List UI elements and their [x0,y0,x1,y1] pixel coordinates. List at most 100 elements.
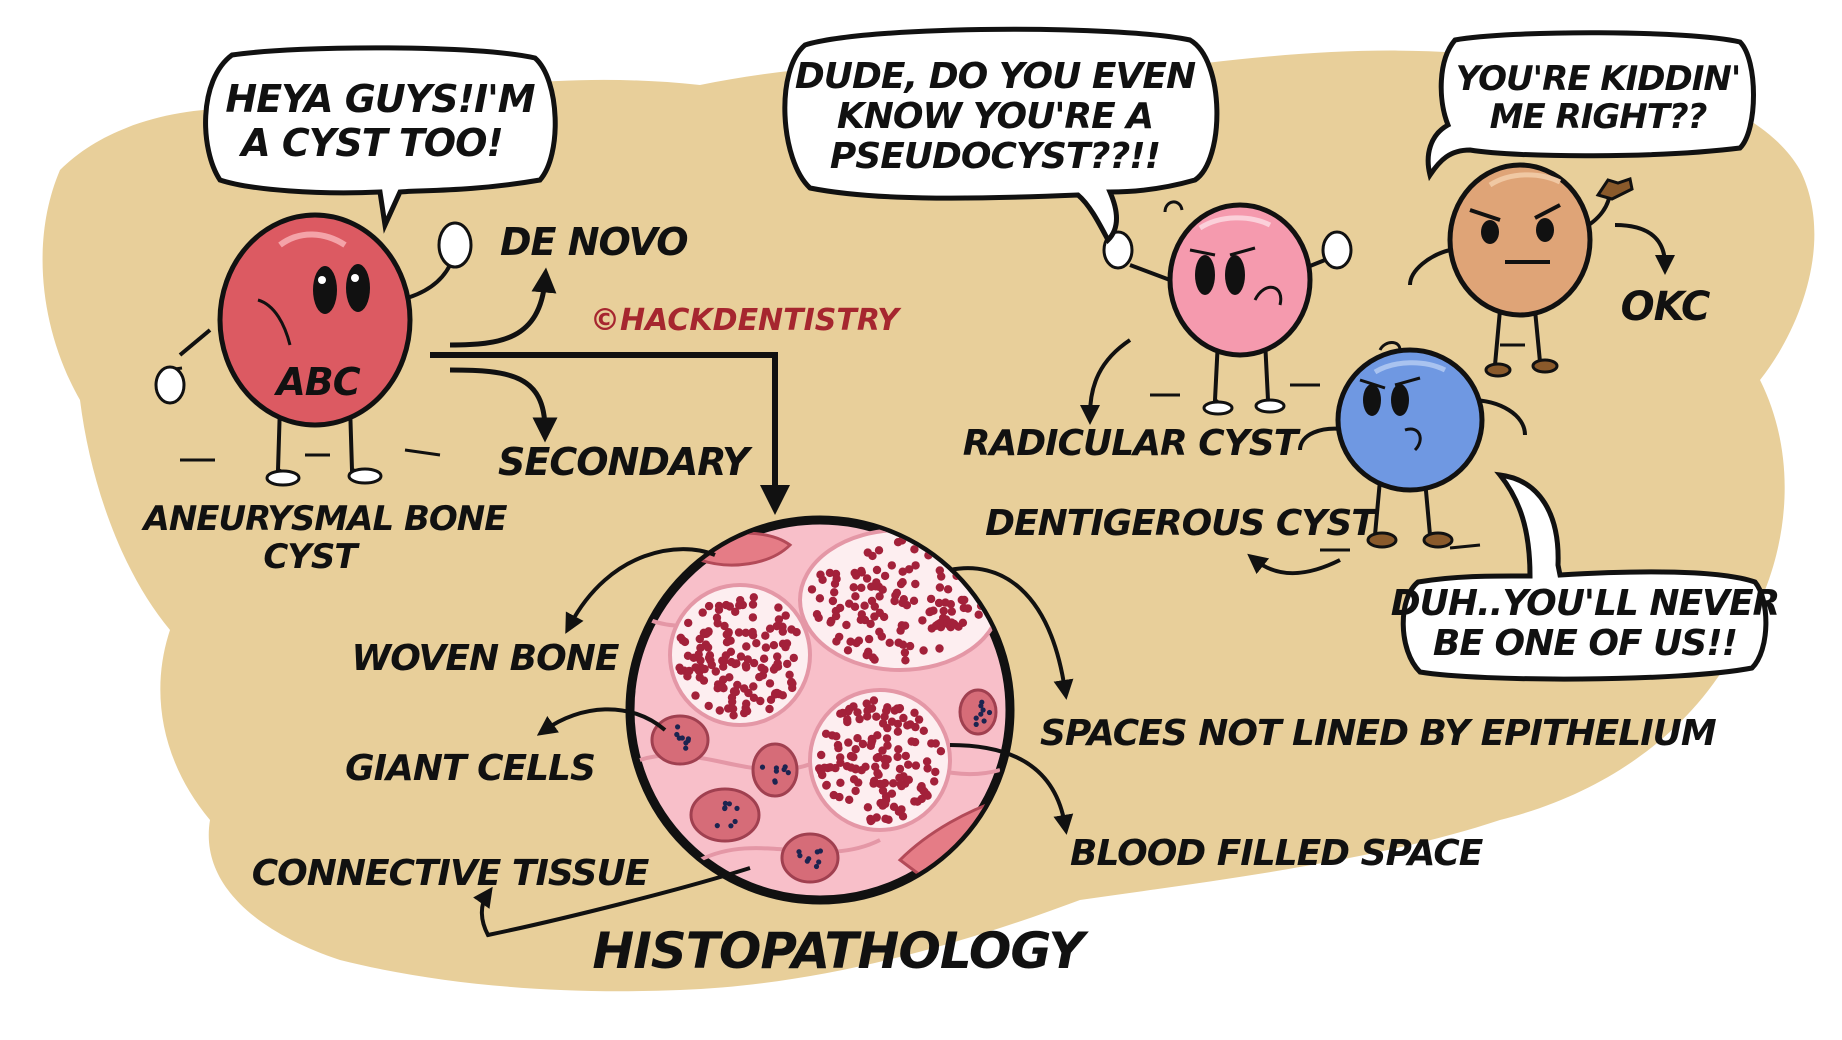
red-blood-cell [931,621,941,630]
red-blood-cell [869,696,879,705]
histopathology-title: HISTOPATHOLOGY [592,922,1089,980]
red-blood-cell [752,639,761,648]
red-blood-cell [733,680,742,690]
red-blood-cell [922,757,932,766]
red-blood-cell [774,615,784,624]
red-blood-cell [958,618,968,627]
red-blood-cell [849,752,858,762]
red-blood-cell [934,598,944,608]
red-blood-cell [898,578,907,587]
abc-ground-lines [180,448,441,462]
red-blood-cell [727,657,736,667]
giant-cell-nucleus [773,768,780,774]
red-blood-cell [926,594,936,604]
red-blood-cell [818,575,827,584]
red-blood-cell [789,653,798,663]
abc-left-hand [154,365,186,405]
red-blood-cell [759,654,769,663]
red-blood-cell [893,727,903,736]
okc-arrow [1614,223,1675,275]
red-blood-cell [909,596,919,605]
red-blood-cell [728,697,737,706]
giant-cell-nucleus [722,805,728,812]
red-blood-cell [899,595,908,604]
red-blood-cell [918,616,927,625]
red-blood-cell [904,565,914,574]
dentigerous-mouth [1404,427,1422,452]
red-blood-cell [923,791,932,800]
red-blood-cell [911,561,920,570]
red-blood-cell [911,761,921,770]
red-blood-cell [694,650,703,659]
red-blood-cell [863,803,873,812]
red-blood-cell [704,653,714,663]
woven-bone-arrow [565,547,716,634]
red-blood-cell [849,583,858,592]
abc-badge: ABC [273,360,360,404]
red-blood-cell [843,646,853,655]
dentigerous-speech-line-1: DUH..YOU'LL NEVER [1391,583,1780,624]
red-blood-cell [869,779,878,788]
radicular-speech-line-3: PSEUDOCYST??!! [830,136,1160,177]
red-blood-cell [815,594,825,603]
red-blood-cell [704,601,714,611]
giant-cells-arrow [536,707,667,736]
red-blood-cell [787,677,796,687]
red-blood-cell [807,585,817,594]
red-blood-cell [740,684,749,693]
radicular-hair [1163,200,1184,213]
abc-cyst-character: ABC [154,212,473,487]
red-blood-cell [893,538,903,547]
abc-name-line-1: ANEURYSMAL BONE [141,499,508,539]
type-de-novo: DE NOVO [500,220,688,264]
giant-cell-nucleus [978,711,984,717]
red-blood-cell [871,762,880,771]
giant-cell-nucleus [685,736,692,742]
okc-left-eye [1481,220,1499,244]
red-blood-cell [700,664,709,674]
giant-cell-nucleus [796,849,802,855]
dentigerous-arrow [1247,553,1341,576]
red-blood-cell [720,621,729,631]
red-blood-cell [905,641,915,651]
de-novo-arrow [449,267,557,348]
red-blood-cell [835,792,844,802]
red-blood-cell [749,693,759,702]
okc-speech-bubble: YOU'RE KIDDIN' ME RIGHT?? [1425,30,1756,182]
dentigerous-left-eye [1363,384,1381,416]
red-blood-cell [878,719,888,728]
red-blood-cell [893,719,903,729]
red-blood-cell [936,747,946,756]
red-blood-cell [850,602,860,611]
red-blood-cell [872,753,882,763]
red-blood-cell [858,739,868,749]
giant-cell-nucleus [734,805,740,812]
red-blood-cell [910,545,919,554]
red-blood-cell [963,604,973,613]
red-blood-cell [892,588,902,597]
red-blood-cell [914,715,924,724]
red-blood-cell [683,651,693,660]
red-blood-cell [911,579,920,589]
red-blood-cell [781,611,790,620]
red-blood-cell [832,574,841,584]
red-blood-cell [862,574,872,583]
red-blood-cell [863,706,872,715]
giant-cell-nucleus [806,856,812,862]
red-blood-cell [855,714,864,724]
red-blood-cell [867,596,877,606]
red-blood-cell [910,708,919,717]
okc-speech-line-2: ME RIGHT?? [1490,97,1707,137]
secondary-arrow [449,367,558,443]
red-blood-cell [852,638,861,648]
red-blood-cell [699,676,709,685]
red-blood-cell [897,621,906,630]
red-blood-cell [765,679,775,688]
okc-speech-line-1: YOU'RE KIDDIN' [1456,59,1741,99]
red-blood-cell [684,618,693,628]
abc-left-foot [265,469,301,487]
red-blood-cell [941,598,950,607]
giant-cell-nucleus [973,721,979,728]
red-blood-cell [851,786,860,796]
red-blood-cell [904,760,913,769]
